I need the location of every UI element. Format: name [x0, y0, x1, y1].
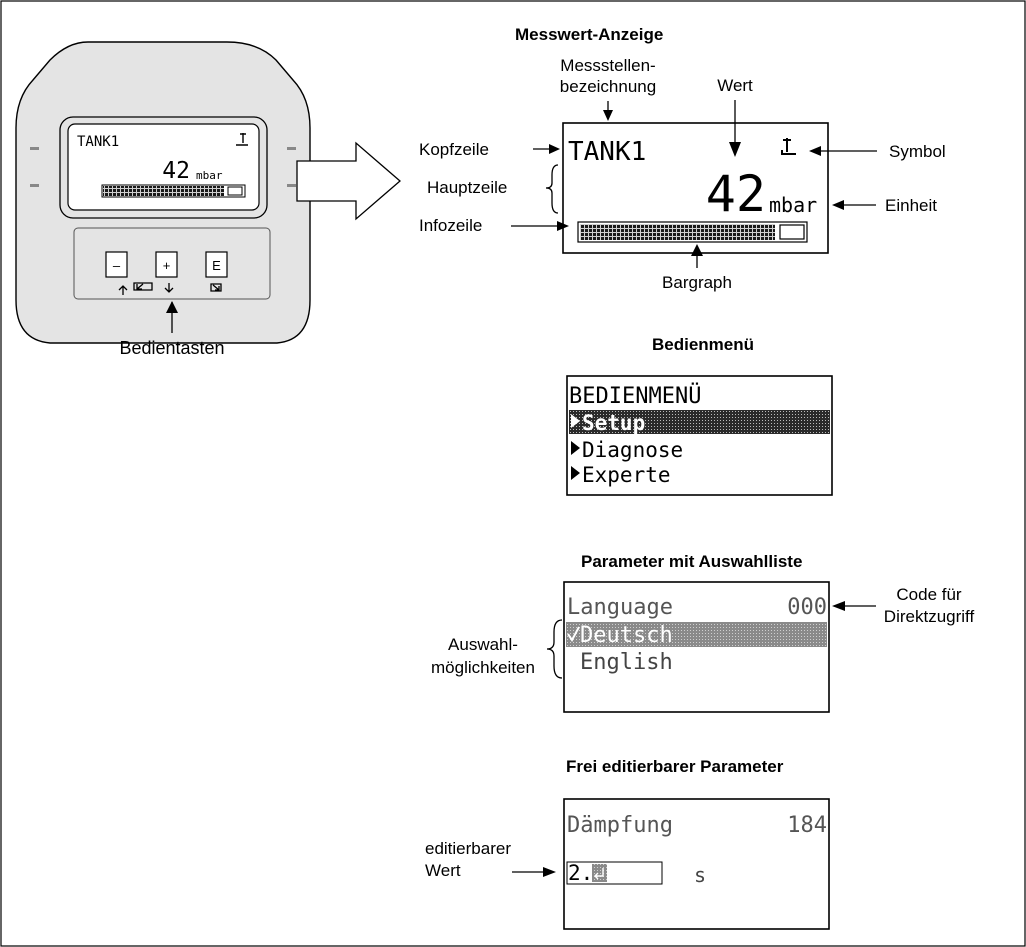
plus-key-cap[interactable]: [155, 251, 178, 278]
escape-icon: [133, 282, 153, 291]
editable-value: 2.: [568, 861, 593, 885]
cursor-block: [592, 864, 607, 882]
operating-menu-section: Bedienmenü BEDIENMENÜ Setup Diagnose Exp…: [566, 335, 833, 496]
editable-param-name: Dämpfung: [567, 813, 673, 838]
lcd-symbol-icon: [781, 138, 796, 155]
label-tag-line2: bezeichnung: [560, 77, 656, 96]
label-options-line1: Auswahl-: [448, 635, 518, 654]
menu-arrow-icon: [571, 466, 580, 480]
option-label: English: [580, 650, 673, 675]
housing-notch: [287, 184, 296, 187]
menu-item-diagnose[interactable]: Diagnose: [571, 438, 683, 462]
label-editable-line1: editierbarer: [425, 839, 511, 858]
editable-value-field[interactable]: 2.: [566, 861, 663, 885]
label-code-line2: Direktzugriff: [884, 607, 975, 626]
label-editable-line2: Wert: [425, 861, 461, 880]
option-english[interactable]: English: [580, 650, 673, 675]
editable-pointer-arrowhead: [543, 867, 556, 877]
operating-menu-title: Bedienmenü: [652, 335, 754, 354]
minus-key-label: –: [113, 258, 121, 273]
device-lcd-tag: TANK1: [77, 134, 119, 150]
info-pointer-arrowhead: [557, 221, 569, 231]
device-lcd-symbol-icon: [236, 133, 248, 146]
menu-item-label: Experte: [582, 463, 671, 487]
tag-pointer-arrowhead: [603, 110, 613, 121]
housing-notch: [30, 147, 39, 150]
label-info: Infozeile: [419, 216, 482, 235]
device-lcd-unit: mbar: [196, 169, 223, 182]
menu-lcd: [566, 375, 833, 496]
measurement-lcd-tag: TANK1: [568, 137, 646, 167]
device-lcd-bargraph-fill: [103, 186, 224, 196]
bargraph-fill: [580, 224, 775, 240]
editable-unit: s: [694, 863, 706, 887]
check-icon: [567, 626, 580, 642]
menu-item-label: Setup: [582, 411, 645, 435]
label-header: Kopfzeile: [419, 140, 489, 159]
keys-caption: Bedientasten: [119, 338, 224, 358]
menu-item-label: Diagnose: [582, 438, 683, 462]
selection-list-title: Parameter mit Auswahlliste: [581, 552, 802, 571]
device-lcd-bargraph-end: [227, 186, 243, 196]
menu-arrow-icon: [571, 414, 580, 428]
option-label: Deutsch: [580, 623, 673, 648]
label-tag-line1: Messstellen-: [560, 56, 655, 75]
down-arrow-icon: [164, 283, 174, 293]
label-value: Wert: [717, 76, 753, 95]
menu-item-setup[interactable]: Setup: [571, 411, 645, 435]
menu-lcd-title: BEDIENMENÜ: [569, 383, 701, 409]
enter-legend-icon: [210, 283, 222, 292]
key-legend-icons: [118, 282, 222, 295]
enter-cursor-icon: [594, 868, 604, 880]
measurement-lcd-unit: mbar: [769, 193, 817, 217]
selection-list-section: Parameter mit Auswahlliste Language 000 …: [431, 552, 975, 713]
value-input-box[interactable]: [566, 861, 663, 885]
bargraph-pointer-arrowhead: [691, 244, 703, 256]
symbol-pointer-arrowhead: [809, 146, 821, 156]
options-brace: [546, 619, 563, 679]
label-options-line2: möglichkeiten: [431, 658, 535, 677]
minus-key-cap[interactable]: [105, 251, 128, 278]
label-symbol: Symbol: [889, 142, 946, 161]
big-arrow-icon: [296, 141, 401, 221]
label-code-line1: Code für: [896, 585, 962, 604]
menu-arrow-icon: [571, 441, 580, 455]
value-pointer-arrowhead: [729, 142, 741, 157]
unit-pointer-arrowhead: [832, 200, 844, 210]
plus-key[interactable]: +: [155, 251, 178, 278]
minus-key[interactable]: –: [105, 251, 128, 278]
device-illustration: TANK1 42 mbar – + E Bedientasten: [15, 41, 401, 358]
menu-item-highlight: [569, 410, 830, 434]
device-lcd-value: 42: [162, 158, 190, 184]
option-deutsch[interactable]: Deutsch: [567, 623, 673, 648]
selection-param-code: 000: [787, 595, 827, 620]
housing-notch: [30, 184, 39, 187]
up-arrow-icon: [118, 285, 128, 295]
label-bargraph: Bargraph: [662, 273, 732, 292]
editable-param-code: 184: [787, 813, 827, 838]
measurement-lcd-value: 42: [706, 165, 766, 223]
plus-key-label: +: [163, 258, 171, 273]
editable-param-title: Frei editierbarer Parameter: [566, 757, 784, 776]
label-unit: Einheit: [885, 196, 937, 215]
label-main: Hauptzeile: [427, 178, 507, 197]
enter-key-label: E: [212, 258, 221, 273]
editable-param-section: Frei editierbarer Parameter Dämpfung 184…: [425, 757, 830, 930]
main-brace: [545, 164, 559, 214]
measurement-display-section: Messwert-Anzeige Messstellen- bezeichnun…: [419, 25, 946, 292]
measurement-display-title: Messwert-Anzeige: [515, 25, 663, 44]
bargraph-end: [779, 224, 805, 240]
selection-highlight: [566, 622, 827, 647]
menu-item-experte[interactable]: Experte: [571, 463, 671, 487]
keys-pointer-arrowhead: [166, 301, 178, 313]
code-pointer-arrowhead: [832, 601, 845, 611]
selection-param-name: Language: [567, 595, 673, 620]
enter-key-cap[interactable]: [205, 251, 228, 278]
enter-key[interactable]: E: [205, 251, 228, 278]
header-pointer-arrowhead: [549, 144, 560, 154]
housing-notch: [287, 147, 296, 150]
